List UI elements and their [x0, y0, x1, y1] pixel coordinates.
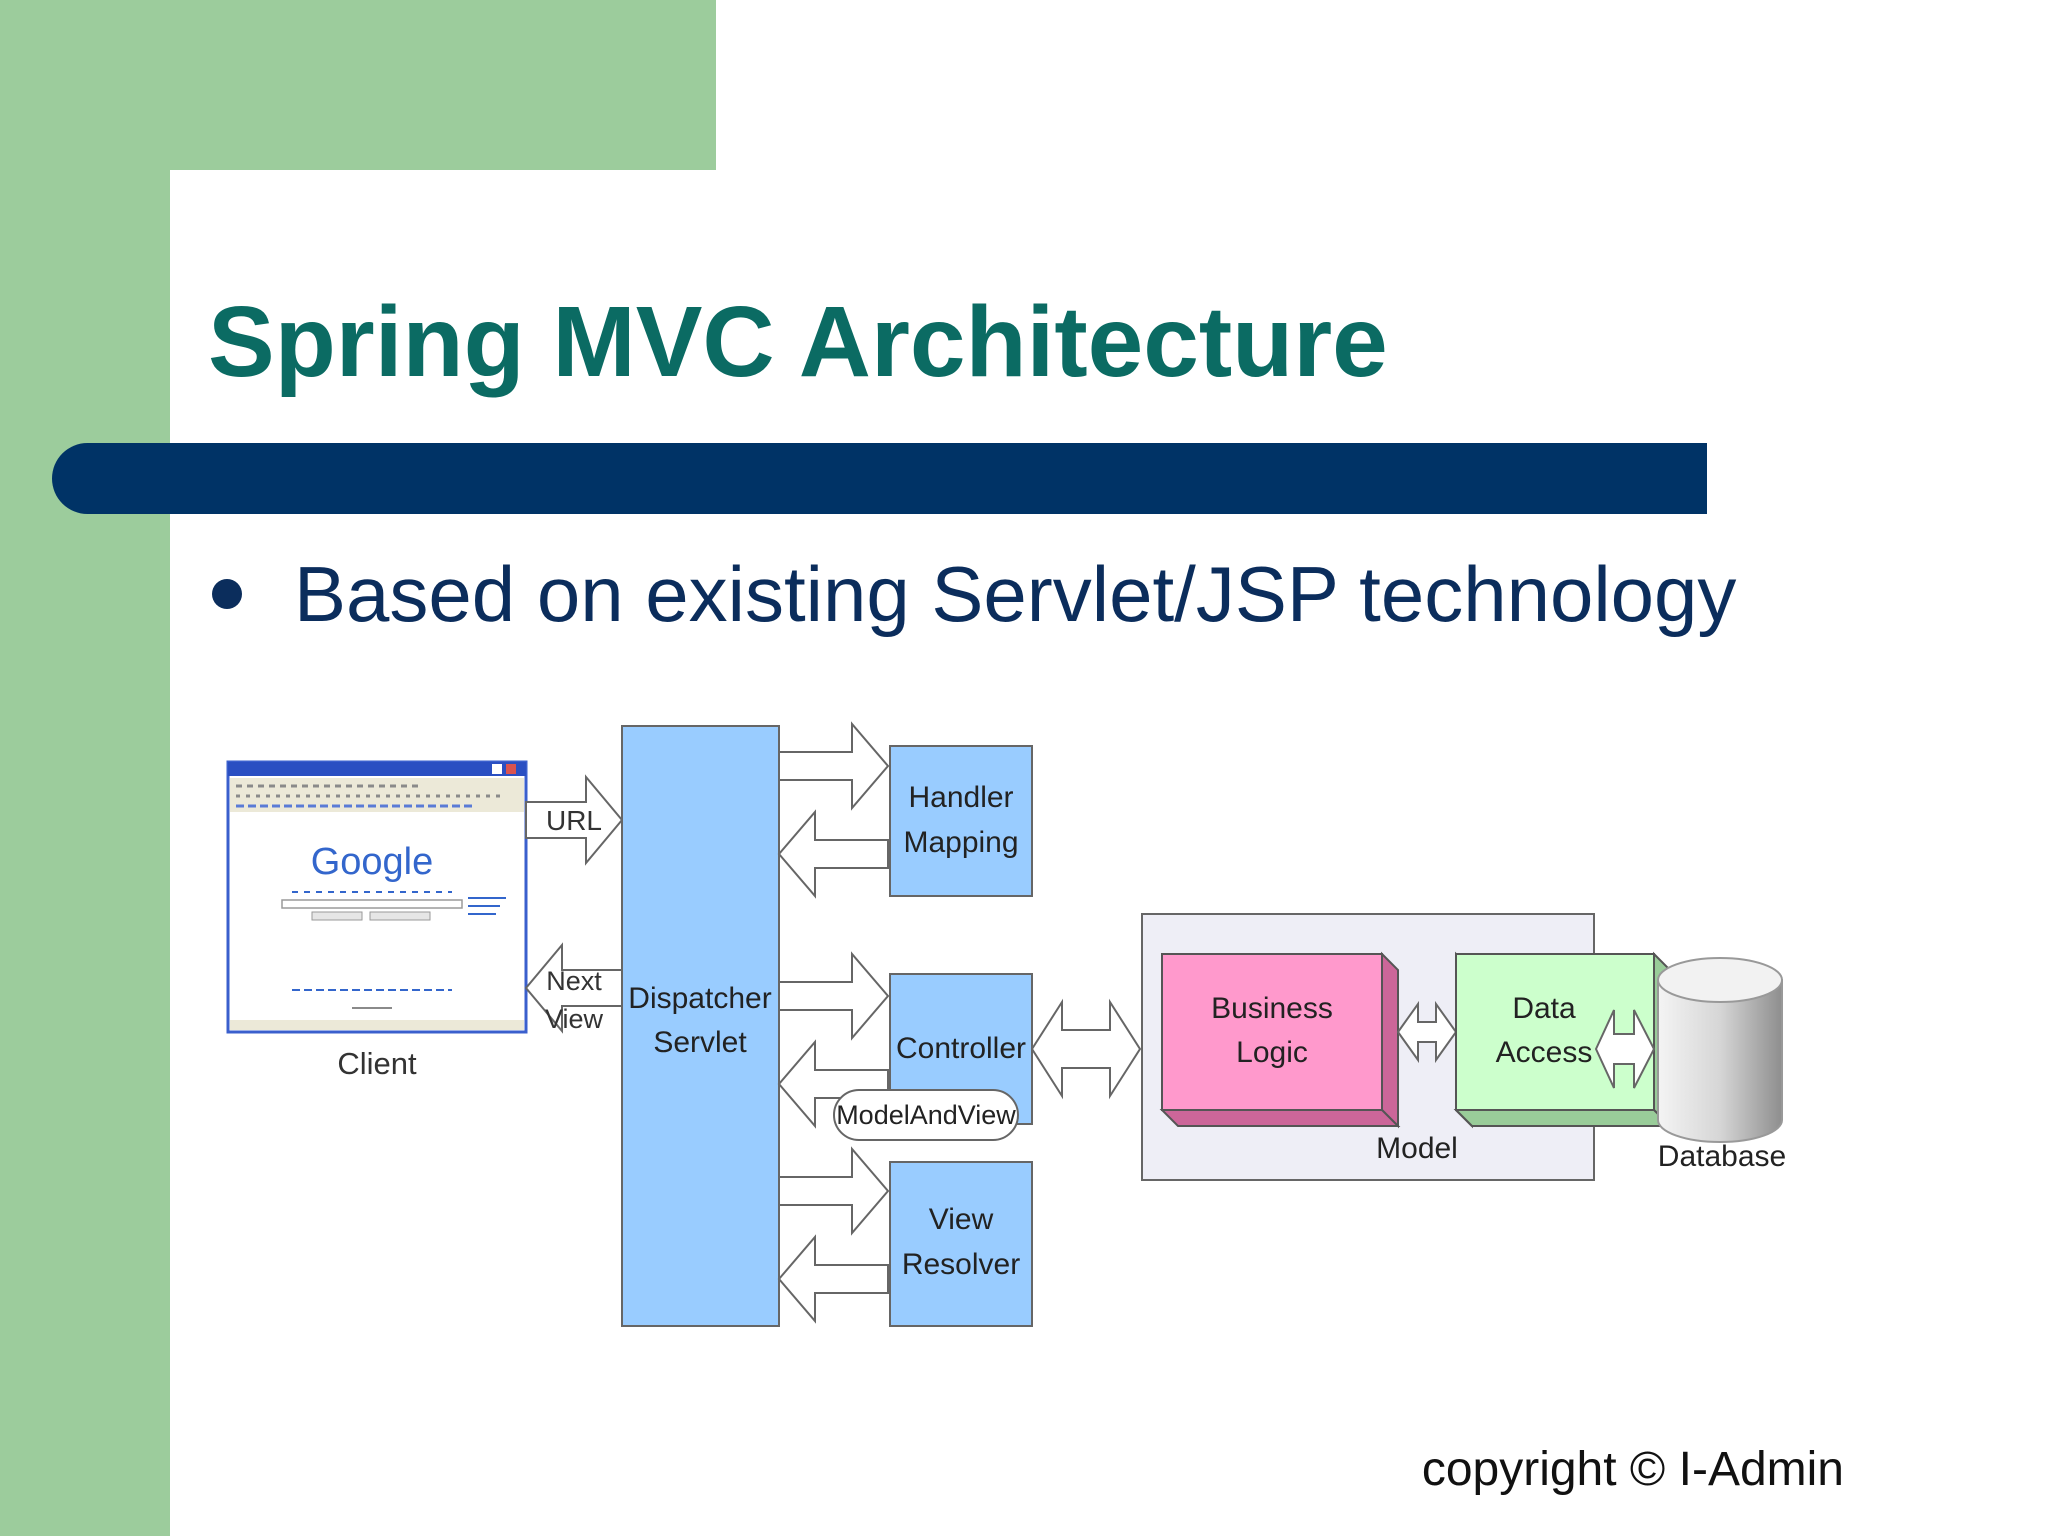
data-access-face — [1455, 953, 1655, 1111]
handler-mapping-label-1: Handler — [908, 781, 1013, 814]
next-view-label-1: Next — [546, 966, 602, 996]
database-label: Database — [1658, 1140, 1786, 1173]
next-view-arrow — [524, 942, 623, 1034]
data-access-label-1: Data — [1512, 992, 1576, 1025]
model-label: Model — [1376, 1132, 1458, 1165]
data-access-base — [1453, 1109, 1673, 1127]
client-browser: Google — [226, 760, 528, 1034]
client-label: Client — [337, 1046, 417, 1081]
business-logic-label-1: Business — [1211, 992, 1333, 1025]
dispatcher-label-2: Servlet — [653, 1026, 747, 1059]
handler-response-arrow — [777, 809, 889, 899]
data-access-label-2: Access — [1496, 1036, 1593, 1069]
slide-title: Spring MVC Architecture — [208, 286, 1388, 398]
model-and-view-pill — [833, 1089, 1019, 1141]
bullet-text: Based on existing Servlet/JSP technology — [294, 549, 1737, 638]
left-accent-bar — [0, 0, 170, 1536]
model-database-arrow — [1594, 1009, 1656, 1089]
view-resolver-label-1: View — [929, 1203, 994, 1236]
resolver-request-arrow — [778, 1146, 890, 1236]
handler-mapping-label-2: Mapping — [903, 826, 1018, 859]
next-view-label-2: View — [545, 1004, 604, 1034]
view-resolver-box — [889, 1161, 1033, 1327]
browser-google-logo: Google — [311, 841, 434, 883]
business-logic-box — [1161, 953, 1383, 1111]
controller-request-arrow — [778, 951, 890, 1041]
top-accent-block — [0, 0, 716, 170]
copyright-notice: copyright © I-Admin — [1421, 1443, 1844, 1496]
url-label: URL — [546, 805, 602, 836]
handler-request-arrow — [778, 721, 890, 811]
model-and-view-label: ModelAndView — [836, 1100, 1016, 1130]
database-cylinder-icon — [1657, 957, 1783, 1143]
business-logic-bottom — [1159, 1109, 1401, 1127]
controller-label: Controller — [896, 1032, 1026, 1065]
view-resolver-label-2: Resolver — [902, 1248, 1020, 1281]
bullet-dot-icon — [212, 579, 242, 609]
url-arrow — [525, 774, 624, 866]
controller-model-arrow — [1030, 998, 1142, 1100]
dispatcher-servlet-box — [621, 725, 780, 1327]
spring-mvc-diagram: Google Client URL Next View Dispatcher S… — [226, 721, 1786, 1327]
resolver-response-arrow — [777, 1234, 889, 1324]
business-logic-label-2: Logic — [1236, 1036, 1308, 1069]
bullet-item: Based on existing Servlet/JSP technology — [208, 544, 1736, 644]
dispatcher-label-1: Dispatcher — [628, 982, 771, 1015]
handler-mapping-box — [889, 745, 1033, 897]
title-rule — [52, 443, 1707, 514]
business-logic-depth — [1381, 951, 1399, 1129]
